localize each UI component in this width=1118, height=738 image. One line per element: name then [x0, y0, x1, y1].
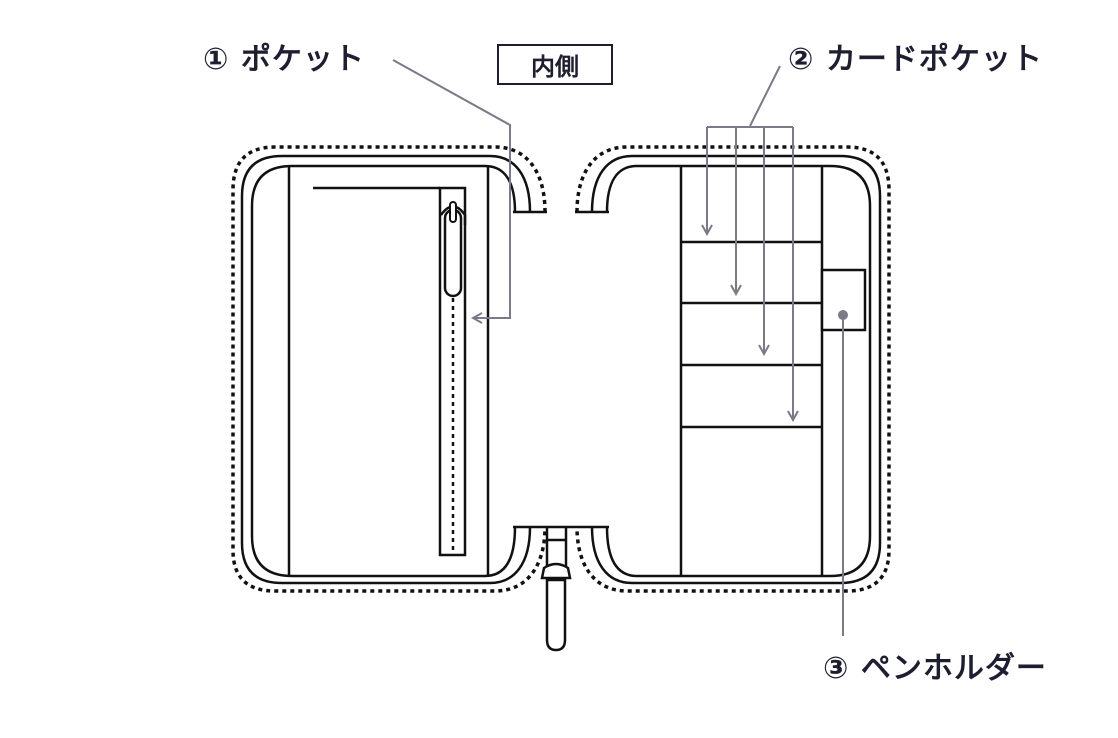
- left-panel: [231, 145, 547, 593]
- pen-holder-label: ③ ペンホルダー: [823, 651, 1047, 686]
- card-pockets: [679, 166, 824, 576]
- inside-label: 内側: [497, 44, 613, 85]
- leader-lines: [392, 59, 844, 636]
- pocket-label: ① ポケット: [203, 42, 365, 77]
- bottom-zipper-pull: [540, 527, 572, 652]
- card-pocket-label: ② カードポケット: [788, 42, 1043, 77]
- zipper-pocket: [313, 186, 467, 557]
